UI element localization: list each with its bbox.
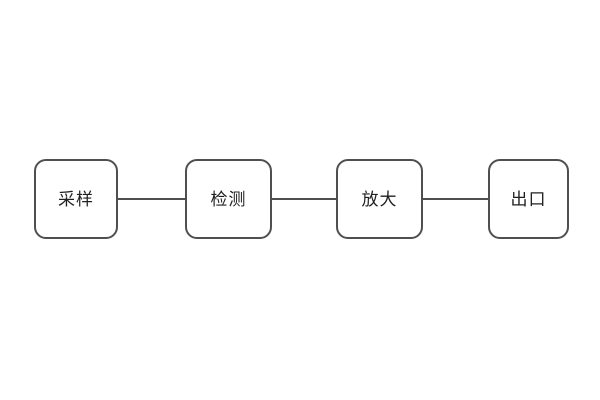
flow-node-label: 采样 — [58, 189, 94, 209]
flow-node-detection: 检测 — [185, 159, 272, 239]
flow-node-outlet: 出口 — [488, 159, 569, 239]
flow-node-label: 检测 — [210, 189, 247, 209]
flow-node-label: 放大 — [361, 189, 398, 209]
connector-line-3 — [422, 198, 489, 200]
flow-node-sampling: 采样 — [34, 159, 118, 239]
connector-line-2 — [271, 198, 337, 200]
flow-node-label: 出口 — [510, 189, 547, 209]
connector-line-1 — [117, 198, 186, 200]
flow-node-amplify: 放大 — [336, 159, 423, 239]
